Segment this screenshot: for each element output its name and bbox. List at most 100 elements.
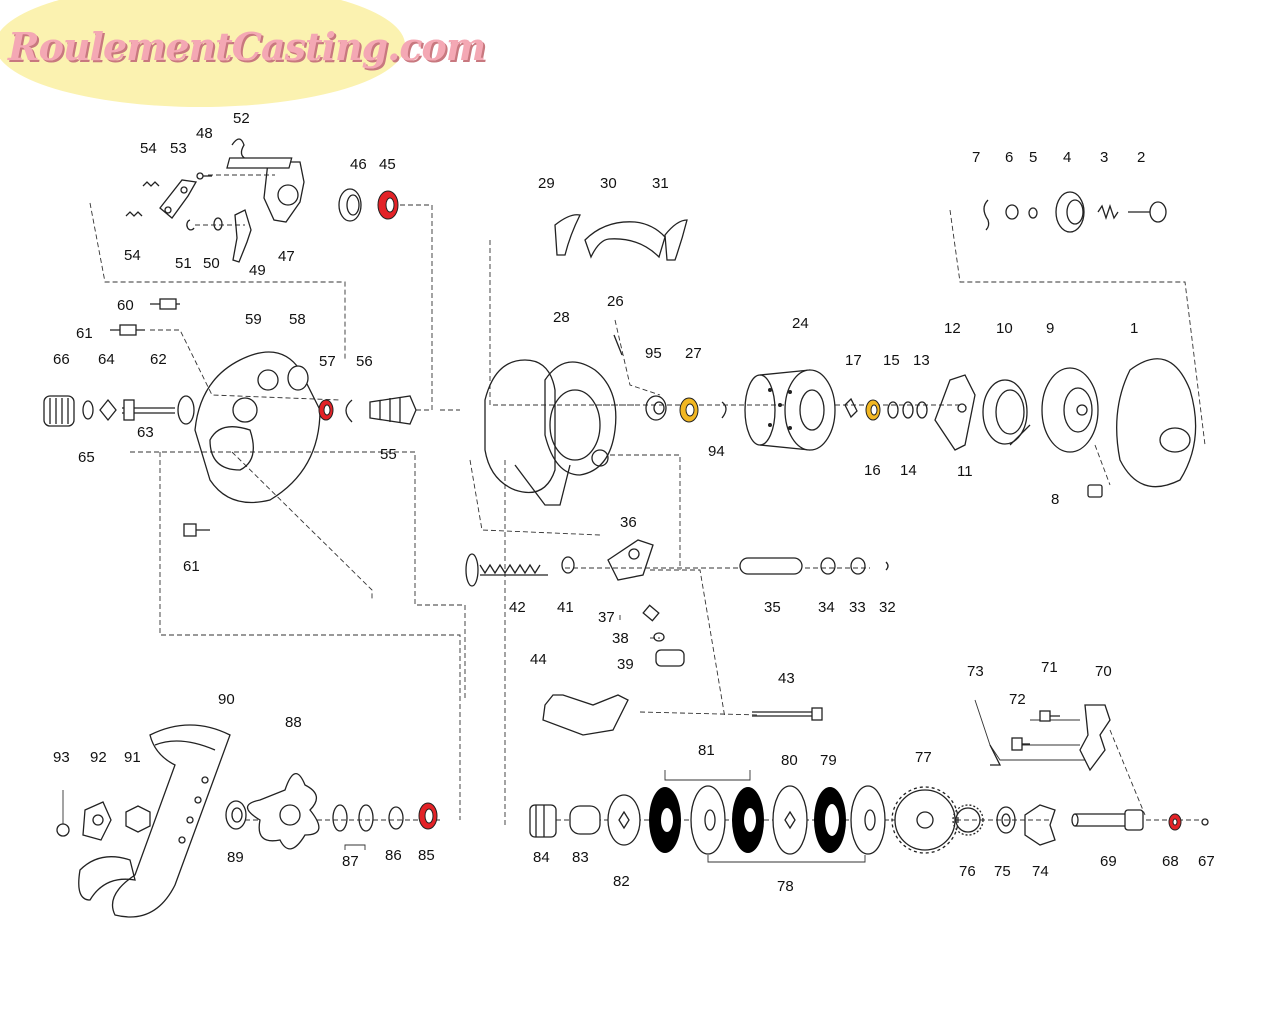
part-78-plate-2 [850, 785, 886, 855]
part-7-clip [983, 199, 990, 231]
part-27-bearing-gold [679, 397, 699, 423]
callout-83: 83 [572, 849, 589, 866]
callout-61-bottom: 61 [183, 558, 200, 575]
part-6-washer [1005, 204, 1019, 220]
part-65-washer [82, 400, 94, 420]
part-1-side-cover [1116, 358, 1197, 488]
callout-89: 89 [227, 849, 244, 866]
callout-33: 33 [849, 599, 866, 616]
callout-78: 78 [777, 878, 794, 895]
callout-48: 48 [196, 125, 213, 142]
part-61-screw-top [110, 324, 145, 336]
callout-34: 34 [818, 599, 835, 616]
callout-64: 64 [98, 351, 115, 368]
callout-77: 77 [915, 749, 932, 766]
callout-16: 16 [864, 462, 881, 479]
part-35-pipe [739, 557, 803, 575]
part-62-washer [177, 395, 195, 425]
callout-31: 31 [652, 175, 669, 192]
callout-82: 82 [613, 873, 630, 890]
part-46-seal [338, 188, 362, 222]
callout-50: 50 [203, 255, 220, 272]
part-24-spool [744, 369, 836, 451]
part-3-spring [1097, 203, 1119, 221]
callout-9: 9 [1046, 320, 1054, 337]
callout-1: 1 [1130, 320, 1138, 337]
callout-87: 87 [342, 853, 359, 870]
callout-52: 52 [233, 110, 250, 127]
part-2-screw [1128, 201, 1167, 223]
callout-6: 6 [1005, 149, 1013, 166]
part-90-handle [78, 724, 231, 918]
callout-88: 88 [285, 714, 302, 731]
part-64-diamond [99, 398, 117, 422]
part-82-washer [607, 794, 641, 846]
part-71-screw [1039, 710, 1060, 722]
callout-84: 84 [533, 849, 550, 866]
side-plate-group [43, 298, 417, 537]
callout-69: 69 [1100, 853, 1117, 870]
assembly-lines [62, 174, 1206, 863]
callout-45: 45 [379, 156, 396, 173]
callout-46: 46 [350, 156, 367, 173]
part-10-brake-ring [982, 379, 1031, 446]
part-88-star-drag [246, 773, 320, 850]
part-73-spring [989, 744, 1002, 766]
part-70-plate [1079, 704, 1111, 772]
callout-4: 4 [1063, 149, 1071, 166]
cast-control-group [983, 191, 1167, 233]
callout-57: 57 [319, 353, 336, 370]
callout-74: 74 [1032, 863, 1049, 880]
part-67-clip [1201, 818, 1209, 826]
callout-70: 70 [1095, 663, 1112, 680]
part-39-cap [655, 649, 685, 667]
callout-93: 93 [53, 749, 70, 766]
part-54-spring-top [142, 181, 160, 187]
callout-55: 55 [380, 446, 397, 463]
part-53-lever [159, 179, 198, 219]
callout-36: 36 [620, 514, 637, 531]
callout-56: 56 [356, 353, 373, 370]
callout-73: 73 [967, 663, 984, 680]
part-54-spring-bottom [125, 211, 143, 217]
part-77-main-gear [891, 786, 959, 854]
part-30-crossbar [584, 221, 666, 259]
frame-group [484, 214, 727, 506]
part-45-bearing-red [377, 190, 399, 220]
logo-text: RoulementCasting.com [8, 24, 486, 69]
callout-59: 59 [245, 311, 262, 328]
part-11-screw [957, 403, 967, 413]
part-84-bearing [529, 804, 557, 838]
callout-24: 24 [792, 315, 809, 332]
part-91-nut [125, 805, 151, 833]
part-58-knob [287, 365, 309, 391]
callout-35: 35 [764, 599, 781, 616]
part-56-clip [345, 399, 353, 423]
callout-62: 62 [150, 351, 167, 368]
part-16-bearing-gold [865, 399, 881, 421]
callout-29: 29 [538, 175, 555, 192]
callout-54-bottom: 54 [124, 247, 141, 264]
part-68-bearing-red [1168, 813, 1182, 831]
callout-58: 58 [289, 311, 306, 328]
part-9-brake-cover [1041, 367, 1099, 453]
callout-42: 42 [509, 599, 526, 616]
callout-90: 90 [218, 691, 235, 708]
part-80-washer [772, 785, 808, 855]
callout-3: 3 [1100, 149, 1108, 166]
part-57-bearing-red [318, 399, 334, 421]
part-31-support [664, 219, 688, 261]
callout-32: 32 [879, 599, 896, 616]
callout-75: 75 [994, 863, 1011, 880]
callout-92: 92 [90, 749, 107, 766]
callout-51: 51 [175, 255, 192, 272]
callout-79: 79 [820, 752, 837, 769]
part-79-drag-washer [814, 787, 846, 853]
part-38-washer [653, 632, 665, 642]
part-95-seal [645, 395, 667, 421]
callout-14: 14 [900, 462, 917, 479]
part-12-brake-plate [934, 374, 976, 451]
part-34-bushing [820, 557, 836, 575]
callout-66: 66 [53, 351, 70, 368]
callout-39: 39 [617, 656, 634, 673]
